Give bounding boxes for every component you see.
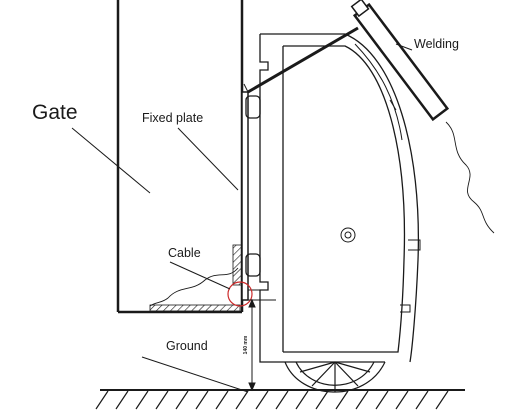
motor-details <box>248 43 421 313</box>
ground-hatch-mark <box>435 390 449 410</box>
ground-hatch-mark <box>375 390 389 410</box>
ground-hatch-mark <box>175 390 189 410</box>
ground-hatch-mark <box>315 390 329 410</box>
welding-label: Welding <box>414 37 459 51</box>
clearance-dimension <box>247 298 276 392</box>
gate-label: Gate <box>32 101 78 124</box>
ground-hatch-mark <box>275 390 289 410</box>
ground-hatch-mark <box>115 390 129 410</box>
motor-body <box>245 33 420 363</box>
ground-hatch-mark <box>395 390 409 410</box>
ground-hatch-mark <box>135 390 149 410</box>
ground-hatch-mark <box>195 390 209 410</box>
ground-hatch-mark <box>95 390 109 410</box>
cable-bracket <box>232 244 243 286</box>
ground-hatch-mark <box>155 390 169 410</box>
ground-label: Ground <box>166 339 208 353</box>
ground-hatch-mark <box>295 390 309 410</box>
ground-hatch-mark <box>235 390 249 410</box>
fixed-plate <box>241 91 249 301</box>
ground-hatch-mark <box>415 390 429 410</box>
cable-label: Cable <box>168 246 201 260</box>
leader-lines <box>71 43 413 393</box>
welding-cable <box>445 121 495 234</box>
cable-highlight-circle <box>227 281 253 307</box>
fixed-plate-label: Fixed plate <box>142 111 203 125</box>
drive-wheel <box>284 361 386 393</box>
gate-panel <box>116 0 244 314</box>
ground-hatch-mark <box>335 390 349 410</box>
welding-torch <box>243 0 450 122</box>
power-cable <box>149 267 239 307</box>
gate-bottom-hatch <box>149 304 241 312</box>
ground-hatch-mark <box>215 390 229 410</box>
clearance-label: 140 mm <box>243 335 249 354</box>
ground-hatch-mark <box>255 390 269 410</box>
ground-hatch-mark <box>355 390 369 410</box>
ground-surface <box>95 389 465 410</box>
